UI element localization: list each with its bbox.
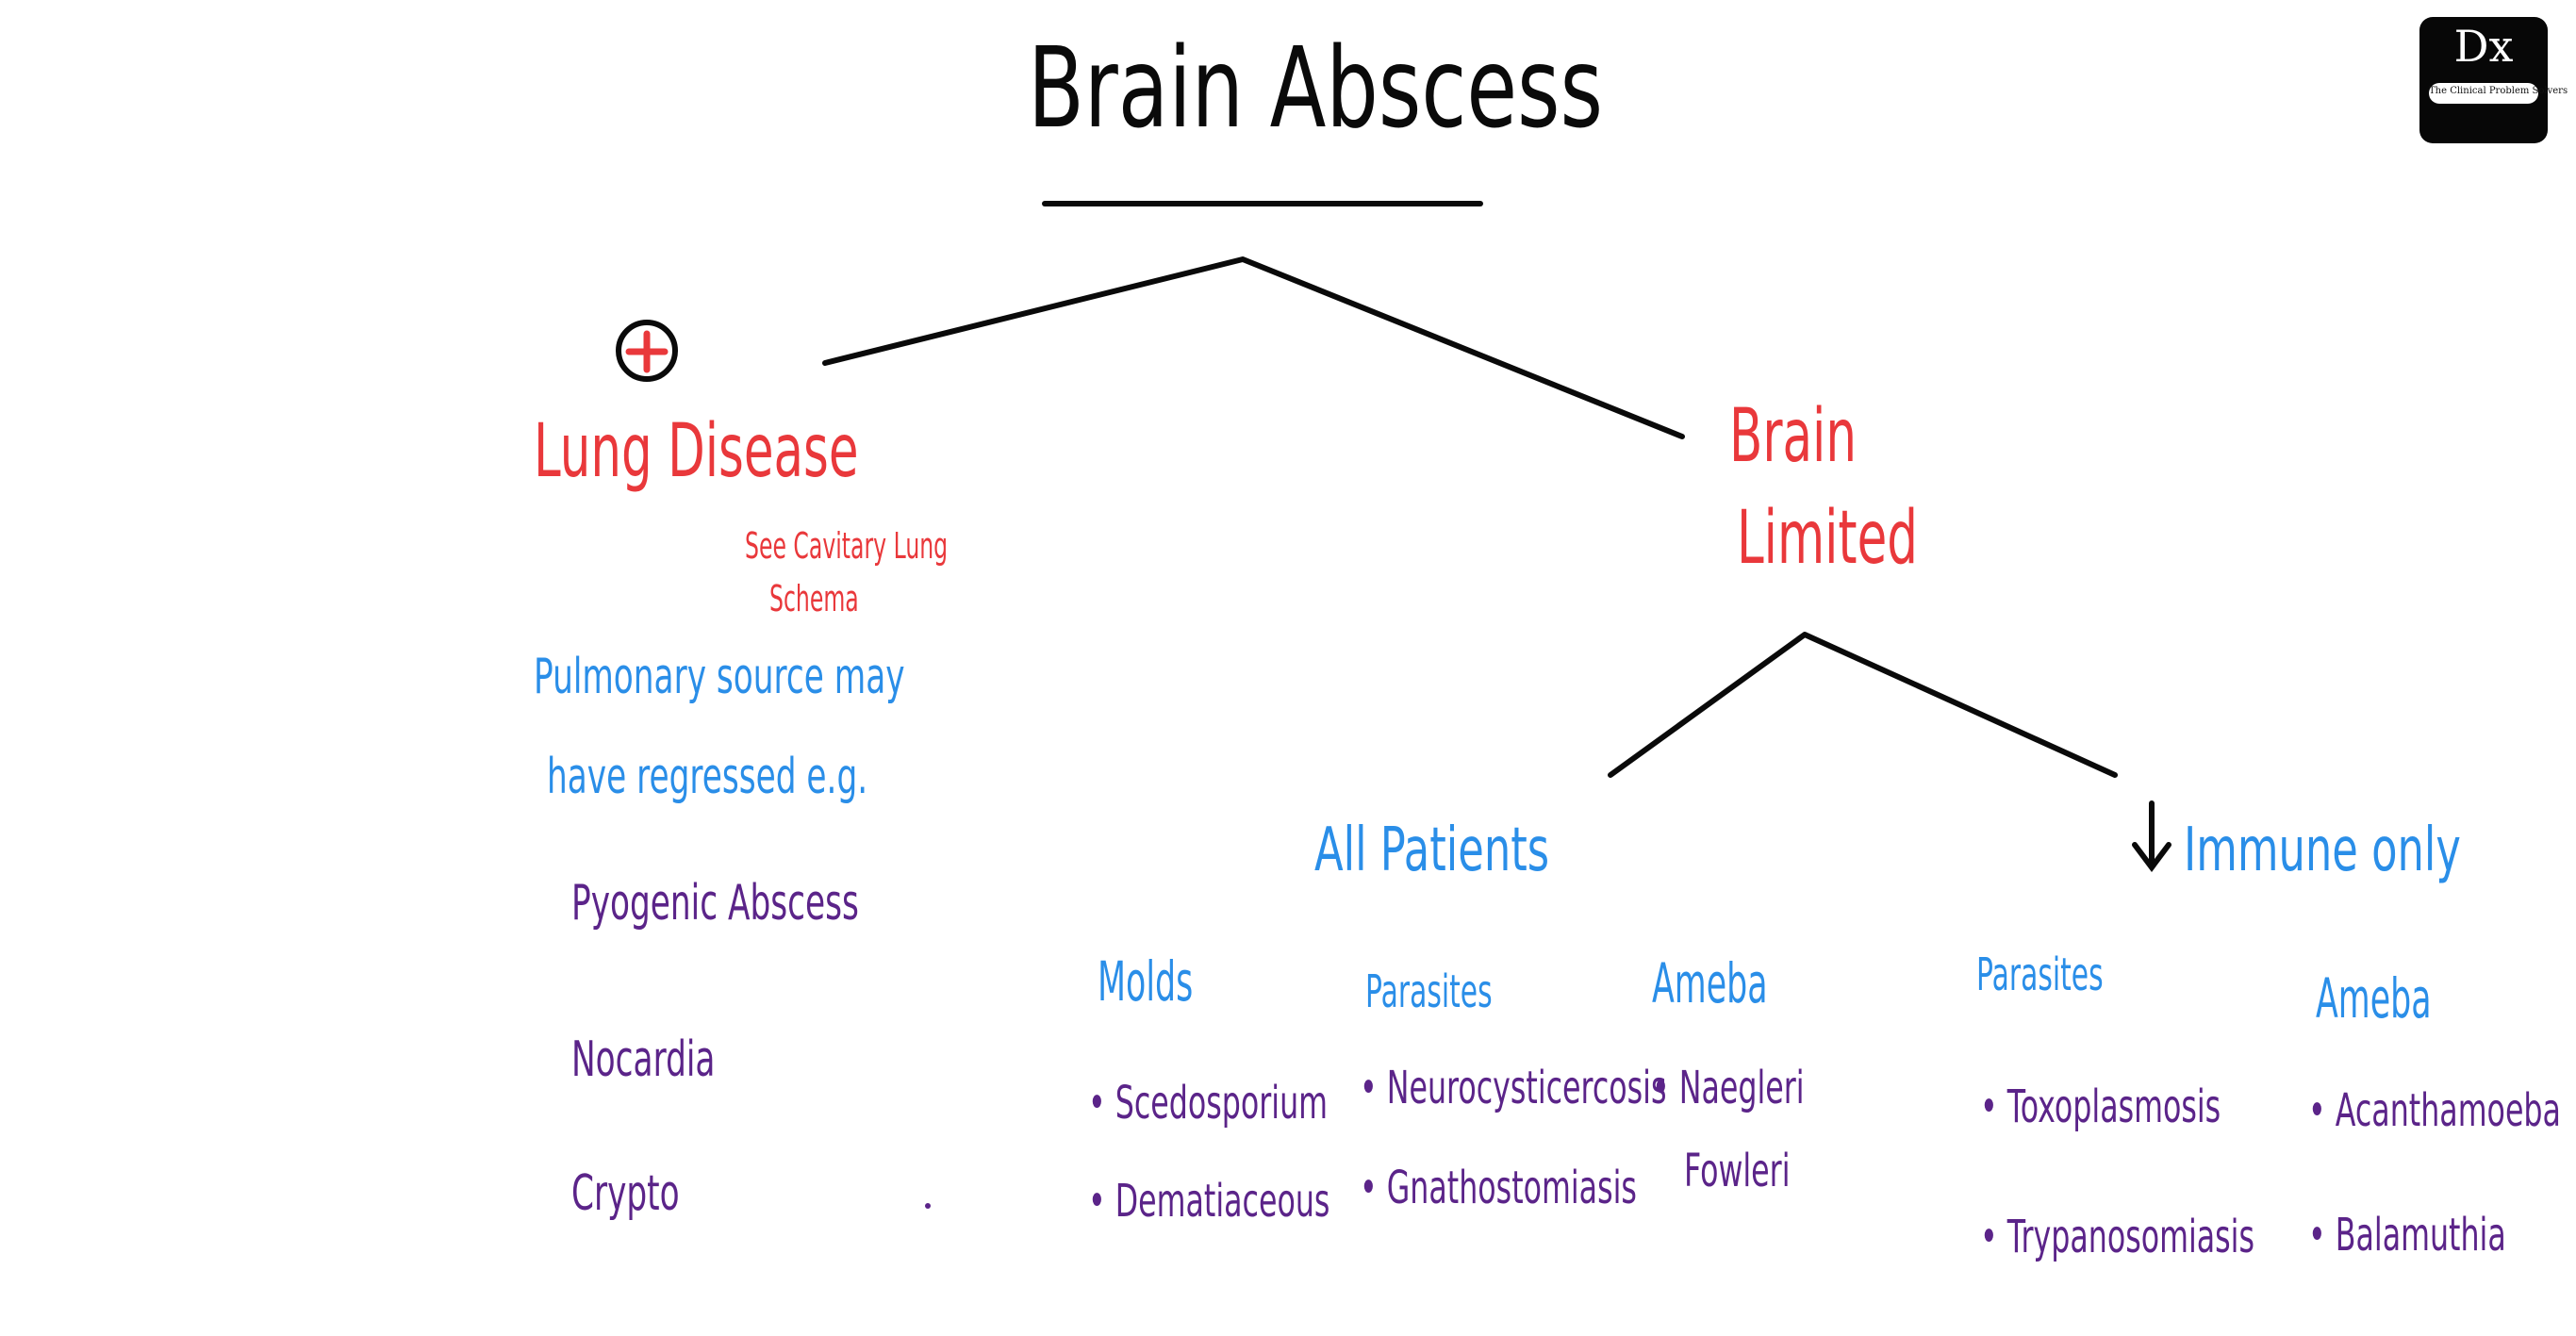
lung-example-nocardia: Nocardia — [571, 1031, 716, 1088]
page-title: Brain Abscess — [1028, 23, 1604, 153]
connector-title-to-branches — [822, 256, 1685, 439]
immune-item-balamuthia: • Balamuthia — [2308, 1209, 2506, 1262]
immune-item-trypanosomiasis: • Trypanosomiasis — [1980, 1211, 2254, 1263]
ameba-heading-immune: Ameba — [2316, 966, 2432, 1031]
lung-note-line-2: Schema — [769, 578, 859, 619]
stray-dot — [925, 1203, 931, 1209]
all-patients-label: All Patients — [1314, 816, 1550, 885]
lung-note-line-1: See Cavitary Lung — [745, 525, 949, 567]
immune-only-label: Immune only — [2184, 816, 2461, 885]
molds-item-scedosporium: • Scedosporium — [1088, 1077, 1329, 1130]
brain-limited-label-line-2: Limited — [1737, 496, 1918, 581]
clinical-problem-solvers-logo: Dx The Clinical Problem Solvers — [2419, 17, 2568, 143]
ameba-item-fowleri: Fowleri — [1684, 1145, 1791, 1197]
down-arrow-icon — [2132, 800, 2171, 872]
brain-limited-label-line-1: Brain — [1729, 394, 1857, 479]
logo-caption: The Clinical Problem Solvers — [2429, 86, 2568, 96]
connector-brain-to-subbranches — [1608, 632, 2118, 778]
lung-explanation-line-1: Pulmonary source may — [534, 649, 905, 705]
lung-explanation-line-2: have regressed e.g. — [547, 749, 868, 805]
molds-item-dematiaceous: • Dematiaceous — [1088, 1175, 1330, 1228]
ameba-item-naegleri: • Naegleri — [1652, 1062, 1805, 1114]
parasites-item-neurocysticercosis: • Neurocysticercosis — [1360, 1062, 1667, 1114]
logo-mark: Dx — [2453, 21, 2514, 72]
immune-item-acanthamoeba: • Acanthamoeba — [2308, 1084, 2561, 1137]
ameba-heading-all: Ameba — [1652, 951, 1768, 1015]
plus-circle-icon — [616, 320, 678, 382]
molds-heading: Molds — [1098, 949, 1194, 1014]
lung-disease-label: Lung Disease — [534, 409, 859, 494]
parasites-item-gnathostomiasis: • Gnathostomiasis — [1360, 1162, 1637, 1214]
parasites-heading-all: Parasites — [1365, 965, 1493, 1018]
parasites-heading-immune: Parasites — [1976, 948, 2104, 1001]
immune-item-toxoplasmosis: • Toxoplasmosis — [1980, 1080, 2221, 1133]
logo-caption-pill: The Clinical Problem Solvers — [2429, 83, 2568, 104]
lung-example-pyogenic: Pyogenic Abscess — [571, 875, 859, 932]
lung-example-crypto: Crypto — [571, 1165, 680, 1222]
